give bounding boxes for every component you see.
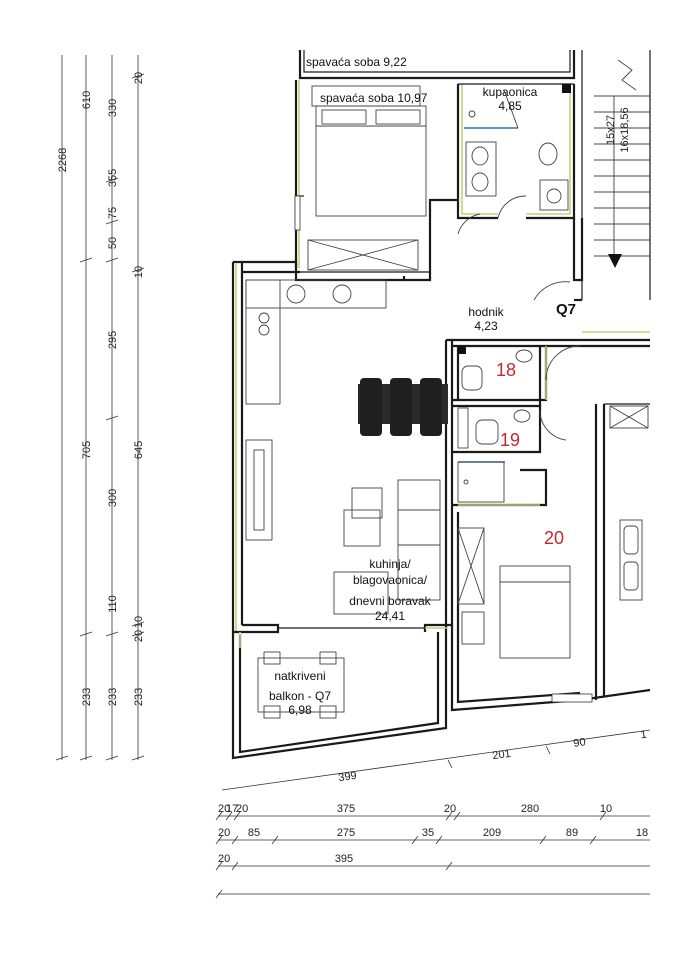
label-bathroom-area: 4,85	[498, 99, 522, 113]
dim-col1-233: 233	[81, 688, 93, 706]
unit-label-q7: Q7	[556, 301, 576, 318]
dim-col3-20: 20	[133, 72, 145, 84]
dim-col1-610: 610	[81, 91, 93, 109]
unit-number-20: 20	[544, 528, 564, 548]
dim-col3-233: 233	[133, 688, 145, 706]
dim-row2-85: 85	[248, 827, 260, 839]
dim-col3-645: 645	[133, 441, 145, 459]
label-balcony-2: balkon - Q7	[269, 689, 331, 703]
dim-angled-399: 399	[338, 770, 358, 784]
dim-row3-395: 395	[335, 853, 353, 865]
dim-row1-17: 17	[226, 803, 238, 815]
stair-dim-2: 16x18,56	[619, 107, 631, 152]
left-dimension-chains: 2268 610 705 233 330 355 75 50 295 300 1…	[55, 55, 145, 761]
dim-col3-10: 10	[133, 266, 145, 278]
dim-row2-209: 209	[483, 827, 501, 839]
dim-col1-705: 705	[81, 441, 93, 459]
dim-row1-20c: 20	[444, 803, 456, 815]
label-bedroom-main: spavaća soba 10,97	[320, 91, 428, 105]
dim-row2-18: 18	[636, 827, 648, 839]
dim-row1-20b: 20	[236, 803, 248, 815]
dim-angled-90: 90	[573, 736, 587, 750]
dim-col3-20b: 20	[133, 630, 145, 642]
unit-number-18: 18	[496, 360, 516, 380]
dim-row2-20: 20	[218, 827, 230, 839]
stair-direction-arrow	[608, 254, 622, 268]
stair-dim-1: 15x27	[605, 115, 617, 145]
label-living-3: dnevni boravak	[349, 594, 431, 608]
furniture-q7	[245, 84, 571, 719]
label-hallway-area: 4,23	[474, 319, 498, 333]
dim-col2-300: 300	[107, 489, 119, 507]
unit-number-19: 19	[500, 430, 520, 450]
dim-row2-275: 275	[337, 827, 355, 839]
walls-neighbour-units	[450, 345, 651, 712]
dim-row1-375: 375	[337, 803, 355, 815]
label-living-2: blagovaonica/	[353, 573, 428, 587]
dim-total-2268: 2268	[57, 148, 69, 172]
dim-row1-20: 20	[218, 803, 230, 815]
label-hallway-name: hodnik	[468, 305, 504, 319]
walls-unit-q7	[231, 50, 650, 760]
dim-col2-110: 110	[107, 595, 119, 613]
dim-angled-201: 201	[492, 748, 512, 762]
label-balcony-area: 6,98	[288, 703, 312, 717]
dim-col2-295: 295	[107, 331, 119, 349]
dim-row2-35: 35	[422, 827, 434, 839]
dim-col2-233: 233	[107, 688, 119, 706]
dim-col2-75: 75	[107, 207, 119, 219]
bottom-dimension-chains: 399 201 90 1 20 17 20 375 20 280 10 20 8…	[215, 729, 651, 899]
label-bathroom-name: kupaonica	[483, 85, 538, 99]
dim-col3-10b: 10	[133, 616, 145, 628]
label-balcony-1: natkriveni	[274, 669, 325, 683]
dim-row3-20: 20	[218, 853, 230, 865]
dim-angled-1: 1	[640, 729, 648, 742]
label-bedroom-top: spavaća soba 9,22	[306, 55, 407, 69]
dim-row1-280: 280	[521, 803, 539, 815]
dim-row2-89: 89	[566, 827, 578, 839]
staircase: 15x27 16x18,56	[581, 50, 651, 300]
label-living-area: 24,41	[375, 609, 405, 623]
room-labels: spavaća soba 9,22 spavaća soba 10,97 kup…	[269, 55, 576, 717]
dim-col2-330: 330	[107, 99, 119, 117]
dim-row1-10: 10	[600, 803, 612, 815]
dim-col2-355: 355	[107, 169, 119, 187]
label-living-1: kuhinja/	[369, 557, 411, 571]
dim-col2-50: 50	[107, 237, 119, 249]
